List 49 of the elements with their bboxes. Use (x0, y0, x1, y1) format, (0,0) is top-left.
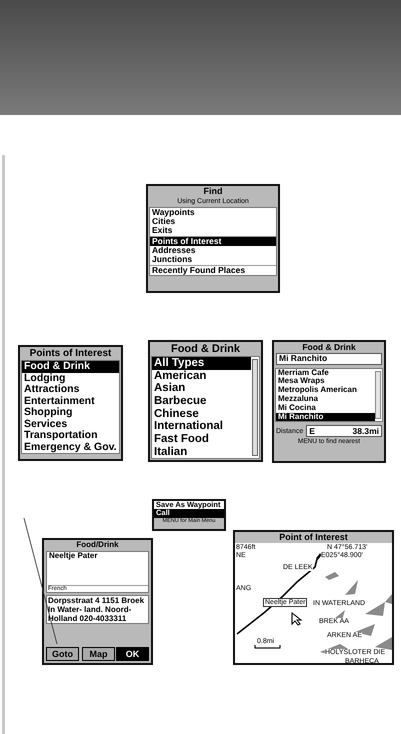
menu-item: Asian (153, 382, 186, 396)
selected-menu-item: All Types (152, 357, 251, 370)
place-name: Neeltje Pater (48, 552, 98, 561)
menu-item: Merriam Cafe (277, 368, 330, 378)
screen-title: Find (202, 186, 223, 198)
menu-item: Waypoints (151, 208, 196, 217)
menu-item: International (153, 420, 224, 433)
menu-item: Services (23, 418, 68, 430)
menu-item: Transportation (23, 430, 99, 442)
menu-item: Addresses (151, 246, 196, 256)
search-field: Mi Ranchito (276, 353, 382, 365)
device-screen (146, 184, 280, 293)
menu-item: Mezzaluna (277, 395, 320, 404)
screen-title: Food & Drink (170, 342, 242, 356)
menu-item: Cities (151, 216, 176, 226)
menu-item: Shopping (23, 407, 74, 419)
device-screen (272, 340, 386, 463)
screen-title: Points of Interest (28, 347, 112, 360)
menu-item: American (153, 370, 208, 382)
menu-item: Lodging (23, 372, 66, 384)
device-screen (152, 499, 226, 531)
ok-button: OK (116, 647, 149, 661)
selected-menu-item: Food & Drink (22, 361, 119, 373)
menu-item: Entertainment (23, 396, 96, 407)
distance-field: E 38.3mi (306, 425, 382, 438)
device-screen (233, 530, 394, 665)
device-screen (148, 340, 263, 462)
menu-item: Mi Cocina (277, 404, 317, 413)
menu-item: Chinese (153, 408, 200, 420)
menu-item: Fast Food (153, 432, 210, 446)
screen-title: Point of Interest (235, 532, 392, 543)
menu-item: Junctions (151, 255, 194, 265)
menu-item: Attractions (23, 384, 80, 396)
navigate-button: Goto (46, 647, 79, 661)
menu-item: Barbecue (153, 395, 208, 408)
screen-title: Food & Drink (301, 342, 357, 354)
menu-item: Italian (153, 446, 188, 458)
screen-title: Food/Drink (75, 540, 120, 551)
menu-item: Exits (151, 226, 174, 236)
device-screen (42, 538, 153, 665)
selected-menu-item: Points of Interest (150, 236, 276, 246)
device-screen (18, 345, 123, 461)
leader-line (24, 518, 58, 644)
selected-menu-item: Mi Ranchito (276, 412, 375, 422)
menu-item: Recently Found Places (150, 264, 276, 275)
menu-item: Emergency & Gov. (23, 442, 118, 454)
map-button: Map (82, 647, 115, 661)
menu-item: Mesa Wraps (277, 377, 326, 386)
menu-item: Metropolis American (277, 386, 358, 395)
